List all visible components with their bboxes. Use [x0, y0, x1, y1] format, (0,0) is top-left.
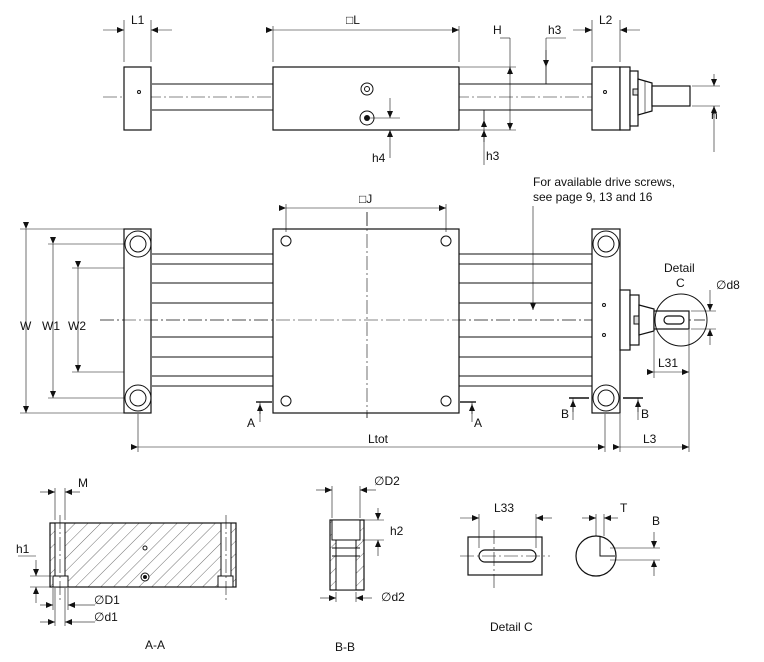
section-B-B-dimensions	[316, 486, 384, 602]
caption-A-A: A-A	[145, 638, 165, 652]
note-line-2: see page 9, 13 and 16	[533, 190, 653, 204]
detail-C	[460, 514, 660, 590]
dim-h: h	[711, 108, 718, 122]
left-end-block-top	[123, 66, 152, 131]
dim-L33: L33	[494, 501, 514, 515]
dim-L1: L1	[131, 13, 145, 27]
right-end-block-top	[591, 66, 621, 131]
top-view-dimensions	[103, 20, 720, 165]
dim-T: T	[620, 501, 628, 515]
dim-W: W	[20, 319, 32, 333]
section-A-right: A	[474, 416, 482, 430]
dim-L31: L31	[658, 356, 678, 370]
dim-B-keyway: B	[652, 514, 660, 528]
dim-H: H	[493, 23, 502, 37]
section-B-left: B	[561, 407, 569, 421]
dim-W1: W1	[42, 319, 60, 333]
left-end-block-front	[123, 228, 152, 414]
dim-L: □L	[346, 13, 360, 27]
section-A-A-dimensions	[18, 488, 95, 626]
dim-d1: ∅d1	[94, 610, 118, 624]
dim-h2: h2	[390, 524, 404, 538]
front-view	[100, 212, 708, 418]
section-B-B	[329, 519, 365, 591]
dim-D1: ∅D1	[94, 593, 120, 607]
front-view-dimensions	[20, 204, 716, 452]
dim-h3-bottom: h3	[486, 149, 500, 163]
caption-B-B: B-B	[335, 640, 355, 654]
detail-letter: C	[676, 276, 685, 290]
dim-J: □J	[359, 192, 372, 206]
note-line-1: For available drive screws,	[533, 175, 675, 189]
dim-h1: h1	[16, 542, 30, 556]
section-B-right: B	[641, 407, 649, 421]
dim-W2: W2	[68, 319, 86, 333]
dim-h4: h4	[372, 151, 386, 165]
dim-h3-top: h3	[548, 23, 562, 37]
dim-d8: ∅d8	[716, 278, 740, 292]
dim-d2: ∅d2	[381, 590, 405, 604]
section-A-A	[49, 515, 237, 600]
section-A-left: A	[247, 416, 255, 430]
dim-Ltot: Ltot	[368, 432, 389, 446]
carriage-front	[272, 228, 460, 414]
dim-D2: ∅D2	[374, 474, 400, 488]
caption-detail-C: Detail C	[490, 620, 533, 634]
dim-L3: L3	[643, 432, 657, 446]
dim-M: M	[78, 476, 88, 490]
detail-title: Detail	[664, 261, 695, 275]
dim-L2: L2	[599, 13, 613, 27]
right-end-block-front	[591, 228, 621, 414]
top-view	[103, 66, 691, 131]
